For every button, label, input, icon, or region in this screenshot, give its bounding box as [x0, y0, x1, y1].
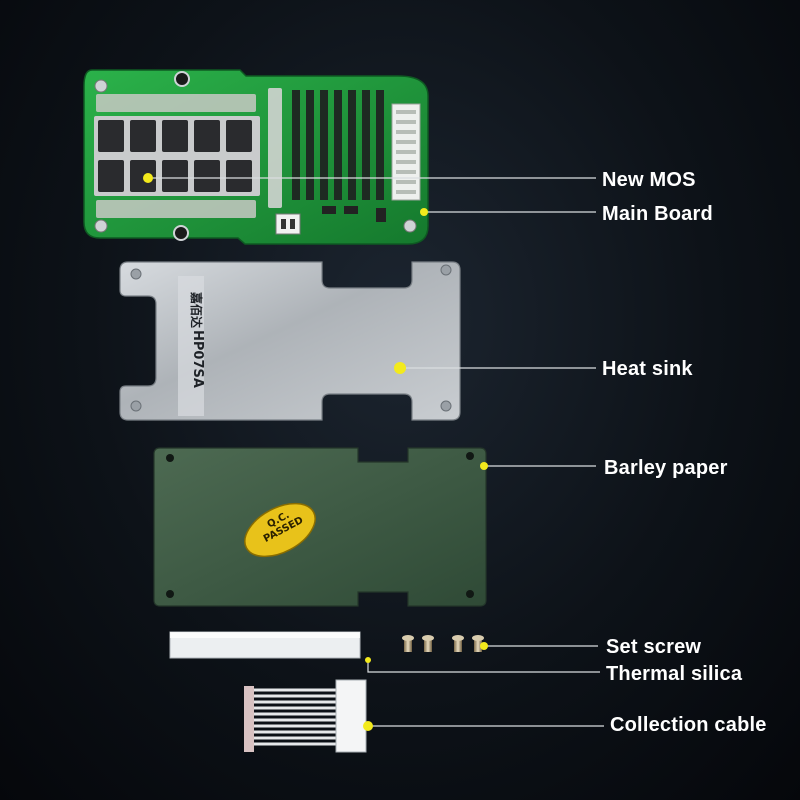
pcb-connector-pins [396, 110, 416, 194]
pcb-mount-hole [94, 219, 108, 233]
heat-sink-model-text: HP07SA [190, 330, 205, 388]
label-heat-sink: Heat sink [602, 358, 693, 380]
qc-passed-sticker [244, 502, 316, 558]
main-board [83, 69, 429, 245]
set-screw-1 [402, 635, 414, 652]
thermal-silica-highlight [170, 632, 360, 638]
callout-dot-main-board [420, 208, 428, 216]
label-thermal-silica: Thermal silica [606, 663, 743, 685]
heat-sink-brand-text: 嘉佰达 [189, 292, 203, 329]
heat-sink-label-strip [178, 276, 204, 416]
mosfet-array [94, 116, 260, 196]
pcb-mount-hole [94, 79, 108, 93]
barley-paper-holes [166, 452, 474, 598]
callout-dot-new-mos [143, 173, 153, 183]
callout-dot-collection-cable [363, 721, 373, 731]
heat-sink [119, 261, 461, 421]
label-barley-paper: Barley paper [604, 457, 728, 479]
set-screw-3 [452, 635, 464, 652]
smd-components [292, 90, 384, 200]
callout-dot-barley-paper [480, 462, 488, 470]
set-screw-4 [472, 635, 484, 652]
set-screws [402, 635, 484, 652]
pcb-mount-hole [403, 219, 417, 233]
label-main-board: Main Board [602, 203, 713, 225]
barley-paper-sheet [153, 447, 487, 607]
heat-sink-screw-holes [130, 264, 452, 412]
collection-cable [244, 679, 367, 753]
pcb-mount-hole [173, 225, 189, 241]
callout-dot-thermal-silica [365, 657, 371, 663]
barley-paper [153, 447, 487, 607]
callout-dots [143, 173, 488, 731]
pcb-terminal-pin [290, 219, 295, 229]
pcb-chip [322, 206, 336, 214]
set-screw-2 [422, 635, 434, 652]
label-new-mos: New MOS [602, 169, 696, 191]
pcb-mount-hole [174, 71, 190, 87]
smd-pads [268, 88, 282, 208]
callout-dot-set-screw [480, 642, 488, 650]
label-set-screw: Set screw [606, 636, 702, 658]
label-collection-cable: Collection cable [610, 714, 767, 736]
pcb-chip [376, 208, 386, 222]
callout-dot-heat-sink [394, 362, 406, 374]
cable-connector [335, 679, 367, 753]
callout-lines [148, 177, 604, 727]
solder-pads [96, 94, 256, 218]
cable-end [244, 686, 254, 752]
pcb-terminal [275, 213, 301, 235]
pcb-terminal-pin [281, 219, 286, 229]
pcb-chip [344, 206, 358, 214]
heat-sink-plate [119, 261, 461, 421]
